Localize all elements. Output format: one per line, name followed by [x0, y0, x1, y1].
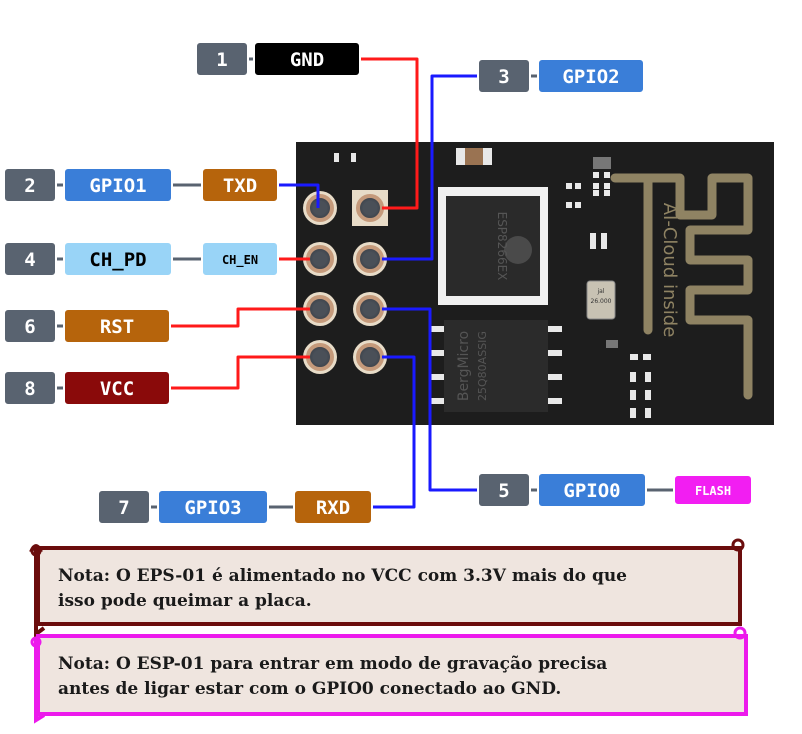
pin-4-label-group: 4 CH_PD CH_EN: [3, 241, 279, 277]
wire-gpio0: [382, 307, 480, 492]
pcb-antenna: [610, 173, 753, 400]
crystal-label-2: 26.000: [591, 298, 612, 305]
pin-5-label-group: 5 GPIO0 FLASH: [477, 472, 753, 508]
flash-chip: BergMicro 25Q80ASSIG: [430, 320, 562, 412]
pin-2-gpio-label: GPIO1: [89, 175, 146, 197]
antenna-text: AI-Cloud inside: [659, 203, 680, 338]
crystal: jal 26.000: [586, 280, 616, 320]
pin-2-number: 2: [24, 175, 35, 197]
note-1-scroll: [29, 538, 745, 638]
note-1-line-2: isso pode queimar a placa.: [58, 591, 312, 611]
header-pin-2: [303, 191, 337, 225]
esp01-board: ESP8266EX BergMicro 25Q80ASSIG jal 26.00…: [296, 142, 774, 425]
pin-2-label-group: 2 GPIO1 TXD: [3, 167, 279, 203]
flash-brand: BergMicro: [456, 331, 472, 401]
pin-5-gpio-label: GPIO0: [563, 480, 620, 502]
wire-vcc: [170, 355, 310, 390]
pin-3-gpio-label: GPIO2: [562, 66, 619, 88]
wire-rxd: [372, 355, 416, 509]
wire-txd: [260, 183, 320, 208]
pin-4-number: 4: [24, 249, 35, 271]
pin-7-gpio-label: GPIO3: [184, 497, 241, 519]
header-pin-7: [353, 340, 387, 374]
pin-7-label-group: 7 GPIO3 RXD: [97, 489, 373, 525]
wire-gnd: [360, 57, 419, 210]
flash-part: 25Q80ASSIG: [476, 331, 489, 401]
note-2-line-2: antes de ligar estar com o GPIO0 conecta…: [58, 679, 562, 699]
chip-label: ESP8266EX: [495, 212, 509, 281]
espressif-logo-icon: [504, 236, 532, 264]
wires: [170, 57, 480, 509]
header-pin-5: [353, 292, 387, 326]
header-pin-4: [303, 242, 337, 276]
note-2-scroll: [30, 626, 748, 724]
smd-capacitor: [456, 148, 492, 165]
pin-2-function-label: TXD: [223, 175, 257, 197]
header-pin-3: [353, 242, 387, 276]
pin-1-number: 1: [216, 49, 227, 71]
smd-components: [566, 157, 651, 418]
crystal-label-1: jal: [596, 288, 604, 295]
note-1-text: Nota: O EPS-01 é alimentado no VCC com 3…: [58, 564, 627, 614]
smd-resistor: [334, 153, 339, 162]
note-1-line-1: Nota: O EPS-01 é alimentado no VCC com 3…: [58, 566, 628, 586]
pin-6-label-group: 6 RST: [3, 308, 171, 344]
pin-7-function-label: RXD: [316, 497, 350, 519]
wire-gpio2: [382, 74, 480, 261]
pin-3-number: 3: [498, 66, 509, 88]
pin-8-function-label: VCC: [100, 378, 134, 400]
note-2-text: Nota: O ESP-01 para entrar em modo de gr…: [58, 652, 607, 702]
header-pins: [303, 190, 388, 374]
label-connectors: [56, 57, 674, 509]
pin-3-label-group: 3 GPIO2: [477, 58, 645, 94]
pin-6-number: 6: [24, 316, 35, 338]
smd-resistor: [351, 153, 356, 162]
pin-8-number: 8: [24, 378, 35, 400]
pin-1-label-group: 1 GND: [195, 41, 361, 77]
pin-4-gpio-label: CH_PD: [89, 249, 146, 271]
pin-8-label-group: 8 VCC: [3, 370, 171, 406]
pin-5-number: 5: [498, 480, 509, 502]
note-2-line-1: Nota: O ESP-01 para entrar em modo de gr…: [58, 654, 608, 674]
pin-4-function-label: CH_EN: [222, 253, 258, 268]
pin-7-number: 7: [118, 497, 129, 519]
pin-6-function-label: RST: [100, 316, 134, 338]
pin-5-function-label: FLASH: [695, 484, 731, 498]
wire-rst: [170, 307, 310, 328]
pin-1-gnd-label: GND: [290, 49, 324, 71]
esp8266-chip: ESP8266EX: [438, 187, 548, 305]
